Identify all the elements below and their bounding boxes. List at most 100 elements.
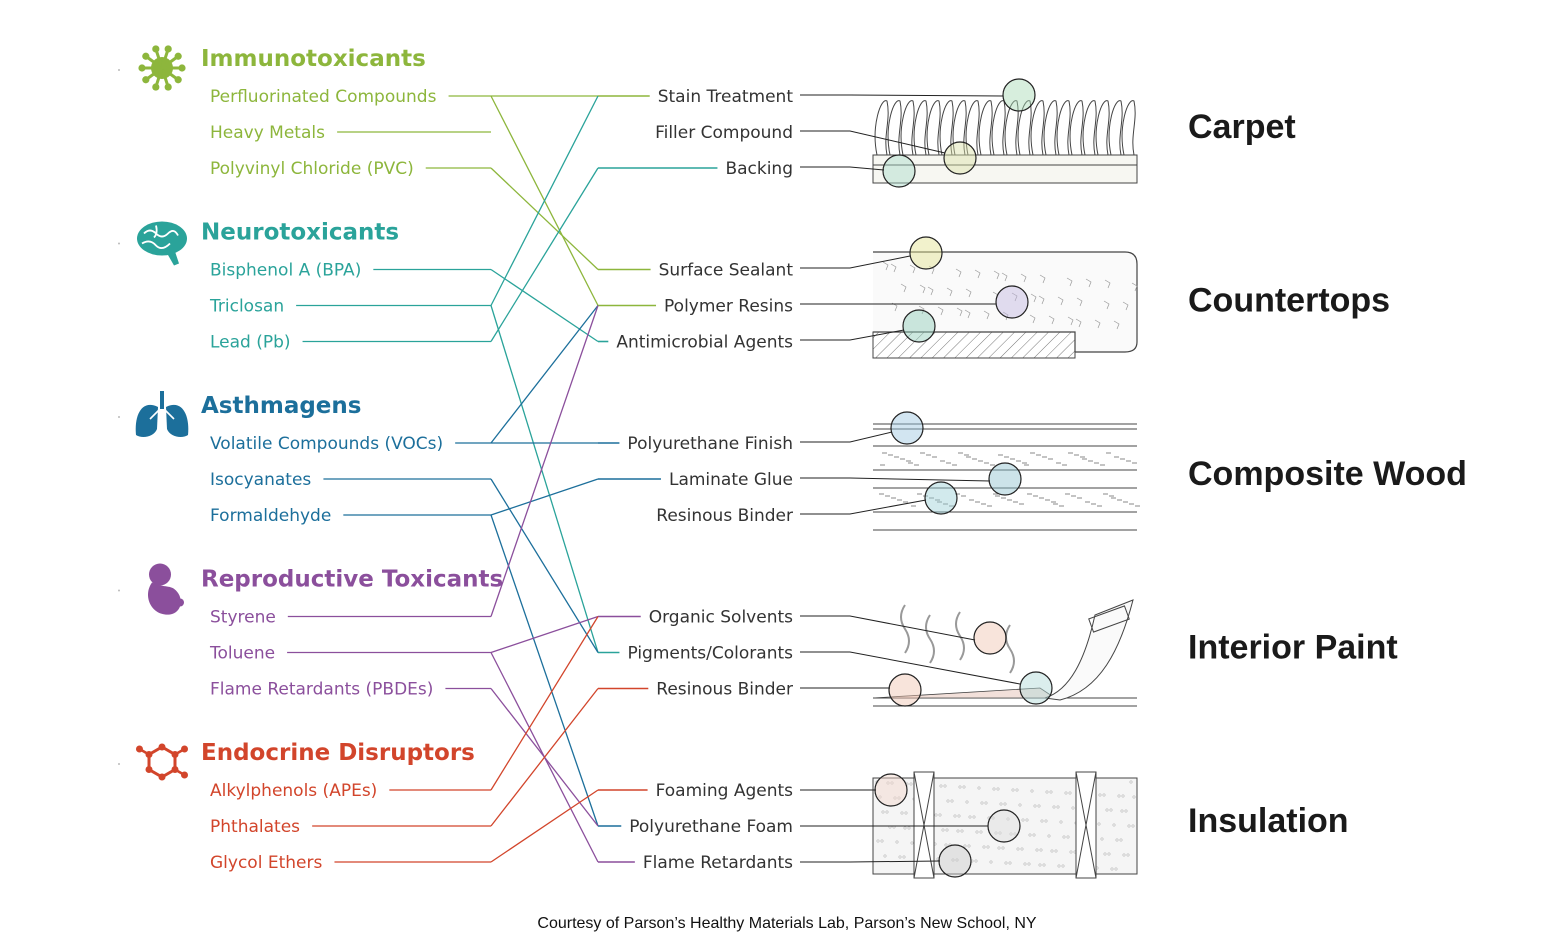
magnifier-circle [909, 236, 943, 270]
leader-line [800, 615, 976, 641]
connection-isocyanates-to-pigments-colorants [323, 478, 599, 653]
link-line [490, 789, 599, 863]
magnifier-circle [888, 673, 922, 707]
component-label: Surface Sealant [659, 261, 794, 281]
link-line [490, 268, 599, 343]
magnifier-circle [938, 844, 972, 878]
connection-formaldehyde-to-laminate-glue [343, 478, 661, 516]
magnifier-circle [924, 481, 958, 515]
connection-triclosan-to-pigments-colorants [490, 305, 620, 654]
leader-line [800, 94, 1004, 97]
magnifier-circle [882, 154, 916, 188]
chemical-label: Formaldehyde [210, 506, 331, 526]
chemical-label: Volatile Compounds (VOCs) [210, 434, 443, 454]
component-label: Resinous Binder [656, 506, 793, 526]
chemical-label: Heavy Metals [210, 123, 325, 143]
chemical-label: Phthalates [210, 817, 300, 837]
magnifier-circle [995, 285, 1029, 319]
component-label: Polymer Resins [664, 297, 793, 317]
chemical-label: Toluene [209, 644, 275, 664]
chemical-label: Isocyanates [210, 470, 311, 490]
countertop-illustration [800, 236, 1138, 359]
bullet-dot [118, 589, 120, 592]
chemical-label: Styrene [210, 608, 276, 628]
link-line [490, 305, 599, 444]
bullet-dot [118, 763, 120, 765]
leader-line [800, 255, 911, 269]
leader-line [800, 431, 893, 443]
material-illustrations [800, 78, 1140, 879]
magnifier-circle [973, 621, 1007, 655]
connection-triclosan-to-stain-treatment [296, 95, 599, 307]
category-reproductive: Reproductive ToxicantsStyreneTolueneFlam… [118, 563, 503, 700]
leader-line [800, 477, 991, 482]
category-title: Immunotoxicants [201, 46, 426, 72]
magnifier-circle [988, 462, 1022, 496]
leader-line [800, 499, 927, 515]
component-label: Organic Solvents [649, 608, 793, 628]
component-label: Flame Retardants [643, 853, 793, 873]
connection-lead-pb-to-backing [302, 167, 718, 343]
connection-alkylphenols-apes-to-organic-solvents [389, 616, 599, 791]
component-label: Polyurethane Finish [627, 434, 793, 454]
composite-wood-illustration [800, 411, 1140, 531]
component-label: Stain Treatment [658, 87, 794, 107]
leader-line [800, 651, 1021, 685]
virus-icon [138, 45, 186, 91]
link-line [490, 478, 599, 653]
credit-caption: Courtesy of Parson’s Healthy Materials L… [537, 915, 1037, 932]
magnifier-circle [943, 141, 977, 175]
fetus-icon [148, 563, 184, 615]
connection-bisphenol-a-bpa-to-antimicrobial-agents [373, 268, 609, 343]
connection-formaldehyde-to-polyurethane-foam [490, 514, 622, 827]
link-line [490, 305, 599, 653]
chemical-label: Triclosan [209, 297, 284, 317]
molecule-icon [135, 743, 189, 781]
category-title: Endocrine Disruptors [201, 740, 475, 766]
chemical-label: Lead (Pb) [210, 333, 291, 353]
magnifier-circle [902, 309, 936, 343]
bullet-dot [118, 69, 120, 71]
bullet-dot [118, 416, 120, 418]
connection-perfluorinated-compounds-to-polymer-resins [490, 95, 657, 307]
component-label: Polyurethane Foam [629, 817, 793, 837]
insulation-illustration [800, 771, 1138, 879]
chemical-label: Bisphenol A (BPA) [210, 261, 361, 281]
component-label: Resinous Binder [656, 680, 793, 700]
link-line [490, 167, 599, 342]
material-name: Interior Paint [1188, 629, 1398, 667]
component-label: Foaming Agents [656, 781, 794, 801]
connection-toluene-to-flame-retardants [490, 652, 635, 863]
material-name: Composite Wood [1188, 455, 1467, 493]
link-line [490, 478, 599, 516]
connection-phthalates-to-resinous-binder [312, 687, 649, 827]
magnifier-circle [1002, 78, 1036, 112]
magnifier-circle [1019, 671, 1053, 705]
carpet-illustration [800, 78, 1138, 188]
connection-polyvinyl-chloride-pvc-to-surface-sealant [425, 167, 651, 271]
magnifier-circle [890, 411, 924, 445]
link-line [490, 688, 599, 827]
component-label: Filler Compound [655, 123, 793, 143]
component-label: Laminate Glue [669, 470, 793, 490]
chemical-label: Polyvinyl Chloride (PVC) [210, 159, 414, 179]
connection-lines [287, 95, 718, 863]
link-line [490, 305, 599, 617]
chemical-label: Perfluorinated Compounds [210, 87, 437, 107]
magnifier-circle [987, 809, 1021, 843]
leader-line [800, 166, 885, 171]
component-label: Backing [725, 159, 793, 179]
component-label: Antimicrobial Agents [616, 333, 793, 353]
link-line [490, 616, 599, 791]
